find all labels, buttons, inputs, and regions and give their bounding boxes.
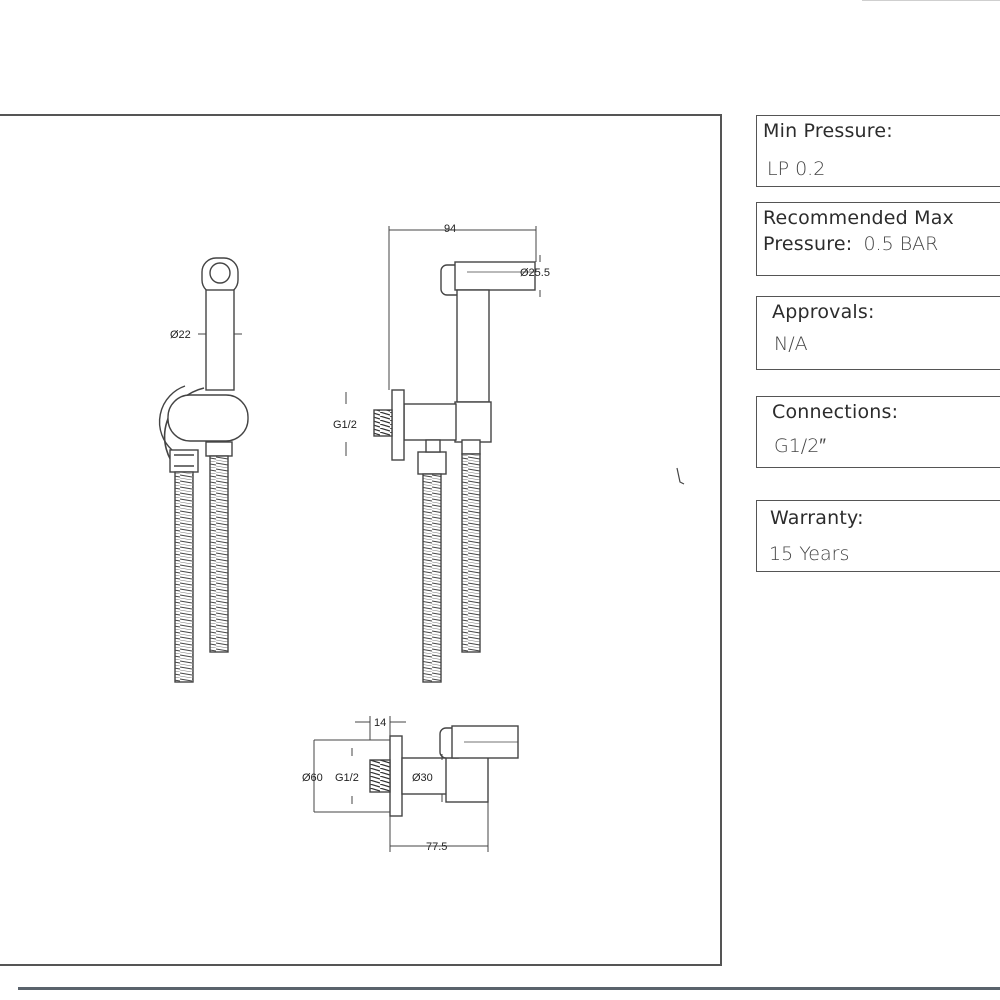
dim-thread-bottom: G1/2 xyxy=(335,772,359,784)
side-wall-plate xyxy=(391,389,405,461)
side-hose-1 xyxy=(422,473,442,683)
spec-min-pressure: Min Pressure: LP 0.2 xyxy=(756,115,1000,187)
bottom-rule xyxy=(18,987,1000,990)
max-pressure-label-line2: Pressure: xyxy=(763,233,853,255)
spec-warranty: Warranty: 15 Years xyxy=(756,500,1000,572)
hose-nut-left xyxy=(169,449,199,473)
plan-body xyxy=(445,753,489,803)
max-pressure-label-line1: Recommended Max xyxy=(763,207,954,229)
top-rule xyxy=(862,0,1000,1)
approvals-label: Approvals: xyxy=(772,301,875,323)
dim-thread-side: G1/2 xyxy=(333,419,357,431)
drawing-frame xyxy=(0,114,722,966)
plan-thread xyxy=(369,759,391,793)
dim-hose-diameter: Ø22 xyxy=(170,329,191,341)
stray-mark xyxy=(676,467,685,485)
connections-value: G1/2″ xyxy=(774,435,827,457)
connections-label: Connections: xyxy=(772,401,899,423)
dim-length: 77.5 xyxy=(426,841,447,853)
spec-approvals: Approvals: N/A xyxy=(756,296,1000,370)
hose-left-2 xyxy=(209,455,229,653)
side-valve xyxy=(454,401,492,443)
side-spray-head xyxy=(454,261,536,291)
side-arm xyxy=(403,403,457,441)
spray-handle xyxy=(205,289,235,391)
dim-head-diameter: Ø25.5 xyxy=(520,267,550,279)
dim-depth: 14 xyxy=(374,717,386,729)
side-handle xyxy=(456,289,490,403)
dim-spray-width: 94 xyxy=(444,223,456,235)
side-nut xyxy=(417,451,447,475)
min-pressure-label: Min Pressure: xyxy=(763,120,893,142)
plan-wall-plate xyxy=(389,735,403,817)
plan-view xyxy=(313,716,519,852)
spec-max-pressure: Recommended Max Pressure: 0.5 BAR xyxy=(756,202,1000,276)
max-pressure-value: 0.5 BAR xyxy=(863,233,939,255)
side-view xyxy=(345,226,541,683)
approvals-value: N/A xyxy=(774,333,808,355)
dim-body-diameter: Ø30 xyxy=(412,772,433,784)
front-view xyxy=(158,257,249,683)
dim-plate-diameter: Ø60 xyxy=(302,772,323,784)
warranty-label: Warranty: xyxy=(770,507,864,529)
spec-connections: Connections: G1/2″ xyxy=(756,396,1000,468)
wall-bracket xyxy=(167,394,249,442)
side-hose-2 xyxy=(461,453,481,653)
side-thread xyxy=(373,409,393,437)
hose-left-1 xyxy=(174,471,194,683)
warranty-value: 15 Years xyxy=(769,543,850,565)
min-pressure-value: LP 0.2 xyxy=(767,158,826,180)
spray-nozzle xyxy=(209,262,231,284)
